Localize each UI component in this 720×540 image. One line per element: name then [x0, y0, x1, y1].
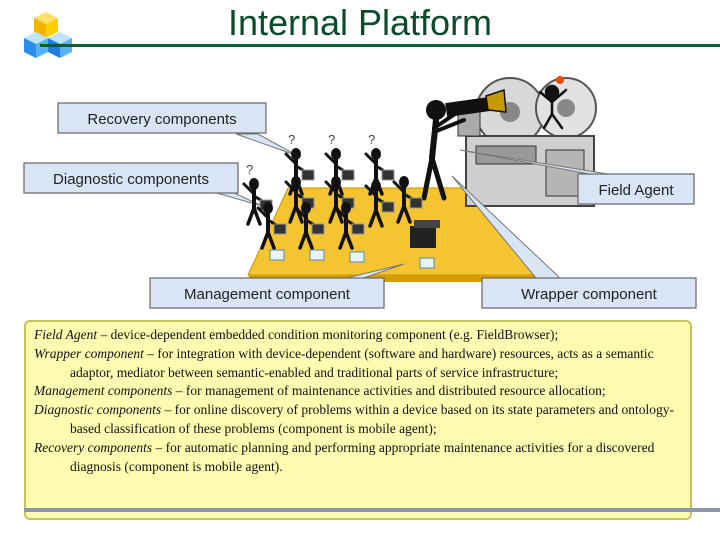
laptop-icon	[301, 169, 315, 181]
telescope-icon	[445, 88, 507, 117]
recovery-callout-label: Recovery components	[87, 111, 236, 128]
field-agent-callout-label: Field Agent	[598, 182, 674, 199]
laptop-icon	[409, 197, 423, 209]
laptop-icon	[273, 223, 287, 235]
description-item: Recovery components – for automatic plan…	[34, 439, 682, 477]
description-item: Management components – for management o…	[34, 382, 682, 401]
laptop-icon	[351, 223, 365, 235]
document-icon	[269, 249, 285, 261]
recovery-callout-tail	[235, 133, 299, 157]
camera-machine-icon	[457, 77, 597, 207]
management-callout: Management component	[149, 277, 385, 309]
laptop-icon	[381, 169, 395, 181]
question-mark: ?	[288, 132, 295, 147]
description-text: – for management of maintenance activiti…	[172, 383, 606, 399]
description-term: Diagnostic components	[34, 402, 162, 418]
description-text: – for automatic planning and performing …	[70, 439, 655, 474]
description-term: Field Agent	[34, 327, 98, 342]
description-item: Field Agent – device-dependent embedded …	[34, 326, 682, 345]
mobile-agent-figure-icon	[364, 180, 395, 228]
logo-cubes-icon	[24, 12, 72, 58]
field-agent-callout: Field Agent	[577, 173, 695, 205]
description-text: – for online discovery of problems withi…	[70, 402, 674, 436]
description-text: – device-dependent embedded condition mo…	[97, 327, 559, 342]
recovery-callout: Recovery components	[57, 102, 267, 134]
question-mark: ?	[368, 132, 375, 147]
wrapper-device-icon	[410, 220, 440, 248]
mobile-agent-figure-icon	[392, 176, 423, 224]
description-list: Field Agent – device-dependent embedded …	[34, 326, 682, 476]
laptop-icon	[381, 201, 395, 213]
wrapper-callout-label: Wrapper component	[521, 286, 657, 303]
mobile-agent-figure-icon	[256, 202, 287, 250]
footer-bar	[24, 508, 720, 512]
description-item: Wrapper component – for integration with…	[34, 345, 682, 383]
laptop-icon	[341, 169, 355, 181]
mobile-agent-figure-icon	[294, 202, 325, 250]
operator-figure-icon	[538, 84, 568, 130]
management-callout-label: Management component	[184, 286, 351, 303]
mobile-agent-figure-icon	[334, 202, 365, 250]
description-panel: Field Agent – device-dependent embedded …	[24, 320, 692, 520]
document-icon	[419, 257, 435, 269]
document-icon	[309, 249, 325, 261]
diagnostic-callout: Diagnostic components	[23, 162, 239, 194]
description-term: Management components	[34, 383, 173, 399]
description-item: Diagnostic components – for online disco…	[34, 401, 682, 439]
field-agent-figure-icon	[421, 100, 466, 201]
laptop-icon	[311, 223, 325, 235]
platform-diagram: ???? Recovery components Diagnostic comp…	[23, 76, 697, 309]
question-mark: ?	[328, 132, 335, 147]
document-icon	[349, 251, 365, 263]
mobile-agent-figure-icon: ?	[324, 132, 355, 196]
question-mark: ?	[246, 162, 253, 177]
description-term: Recovery components	[34, 439, 153, 455]
description-text: – for integration with device-dependent …	[70, 345, 654, 380]
diagnostic-callout-label: Diagnostic components	[53, 171, 209, 188]
page-title: Internal Platform	[227, 2, 493, 43]
description-term: Wrapper component	[34, 345, 144, 361]
title-underline	[40, 44, 720, 47]
wrapper-callout: Wrapper component	[481, 277, 697, 309]
